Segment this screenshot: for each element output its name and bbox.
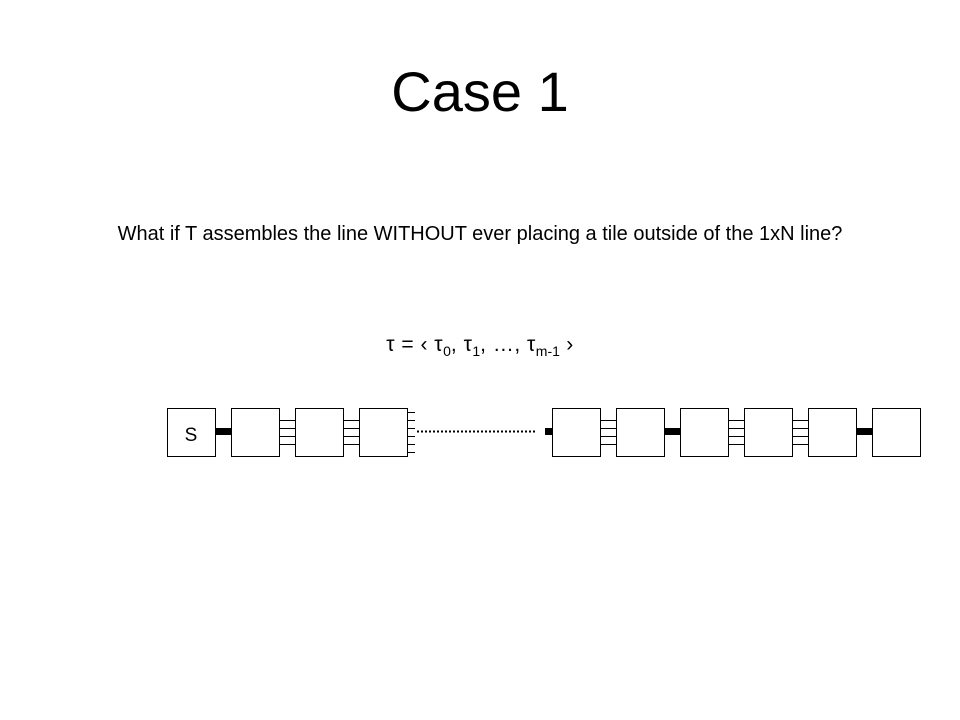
ellipsis: …: [492, 333, 515, 356]
tau-last: τm-1: [527, 333, 560, 359]
equals-sign: =: [395, 333, 421, 356]
tile: [231, 408, 280, 457]
strong-glue: [216, 428, 231, 435]
strong-glue: [665, 428, 680, 435]
open-bracket: ‹: [420, 333, 435, 356]
strong-glue: [857, 428, 872, 435]
glue-layer: [216, 412, 872, 453]
tile: [872, 408, 921, 457]
seed-tile: [167, 408, 216, 457]
tau-symbol: τ: [386, 333, 396, 356]
question-text: What if T assembles the line WITHOUT eve…: [117, 223, 843, 245]
tile: [295, 408, 344, 457]
separator: ,: [480, 333, 493, 356]
tile: [552, 408, 601, 457]
slide-title: Case 1: [391, 60, 569, 123]
separator: ,: [514, 333, 527, 356]
tile: [744, 408, 793, 457]
tau-1: τ1: [463, 333, 481, 359]
tile: [616, 408, 665, 457]
close-bracket: ›: [559, 333, 574, 356]
gap-end-glue: [545, 428, 552, 435]
tile: [680, 408, 729, 457]
tile: [359, 408, 408, 457]
tiles-layer: [167, 408, 921, 457]
separator: ,: [450, 333, 464, 356]
seed-label: S: [185, 425, 198, 446]
tau-0: τ0: [434, 333, 451, 359]
tile: [808, 408, 857, 457]
tau-sequence: τ = ‹ τ0, τ1, …, τm-1 ›: [0, 330, 960, 366]
